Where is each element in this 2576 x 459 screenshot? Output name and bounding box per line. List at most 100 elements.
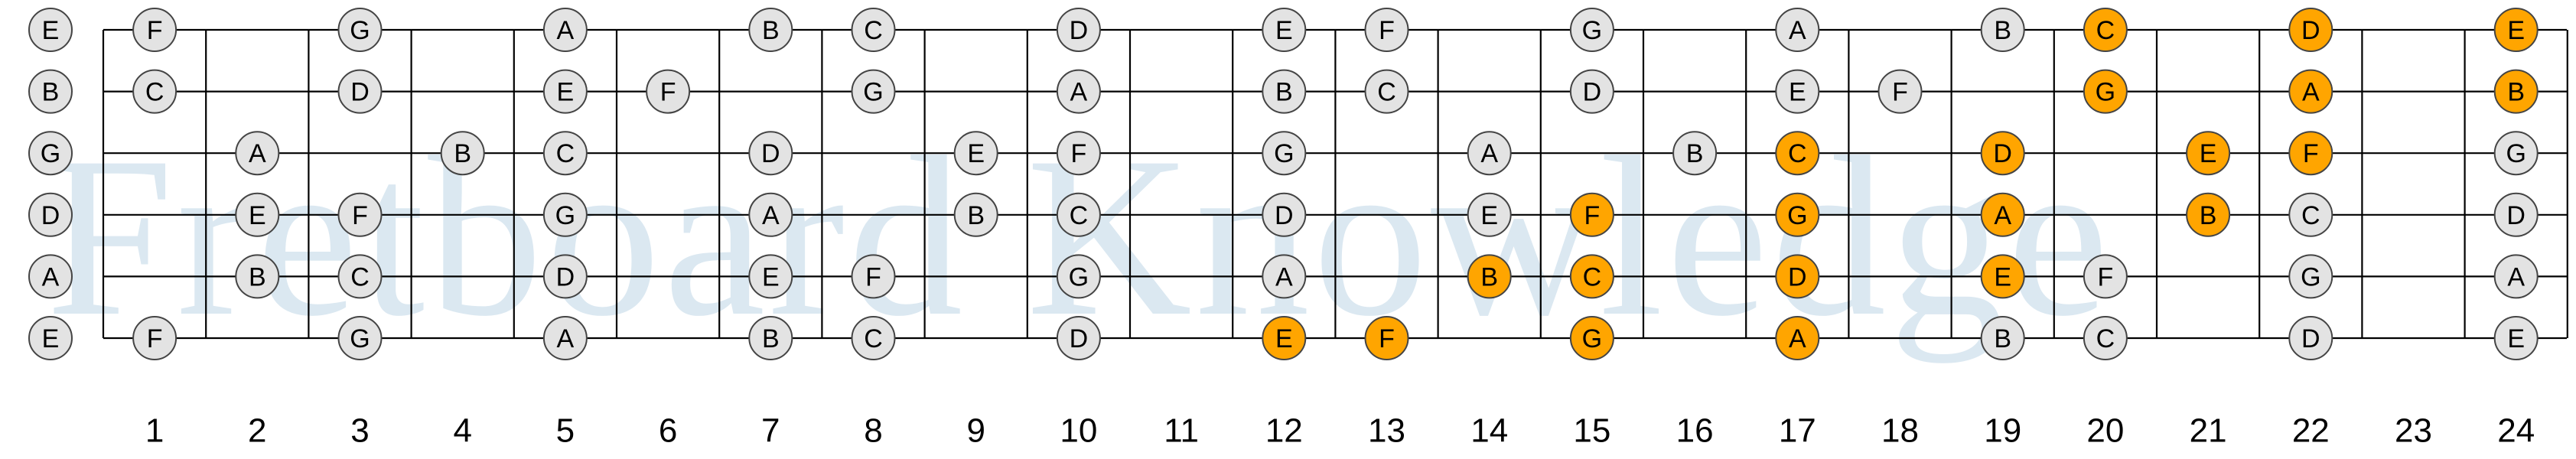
note-circle <box>1467 131 1512 176</box>
note-label: C <box>2096 16 2115 45</box>
highlighted-note-circle <box>1980 131 2025 176</box>
note-marker: B <box>1980 8 2025 52</box>
note-circle <box>1262 254 1307 299</box>
note-circle <box>2493 316 2539 360</box>
note-marker: G <box>2288 254 2333 299</box>
note-marker: G <box>2493 131 2539 176</box>
note-circle <box>337 254 383 299</box>
note-marker-open-string: A <box>28 254 73 299</box>
note-circle <box>2083 316 2128 360</box>
note-marker: B <box>1980 316 2025 360</box>
note-circle <box>28 8 73 52</box>
note-label: D <box>1583 78 1602 107</box>
note-label: E <box>249 201 266 230</box>
note-marker: A <box>1467 131 1512 176</box>
note-circle <box>1775 8 1820 52</box>
note-label: D <box>2301 16 2320 45</box>
note-circle <box>851 316 896 360</box>
note-marker: A <box>1775 8 1820 52</box>
note-circle <box>28 254 73 299</box>
note-circle <box>1877 69 1923 114</box>
note-label: G <box>2506 139 2526 168</box>
note-label: C <box>864 324 883 353</box>
note-label: F <box>2098 262 2114 291</box>
note-label: A <box>762 201 780 230</box>
note-label: B <box>1275 78 1293 107</box>
note-marker: C <box>1775 131 1820 176</box>
note-circle <box>1056 69 1101 114</box>
note-label: E <box>1480 201 1498 230</box>
note-label: A <box>557 16 575 45</box>
highlighted-note-circle <box>1364 316 1409 360</box>
note-label: E <box>1275 324 1293 353</box>
note-label: G <box>1582 324 1602 353</box>
note-marker: F <box>1364 316 1409 360</box>
note-circle <box>28 192 73 237</box>
note-label: D <box>1070 324 1089 353</box>
note-marker: C <box>2083 8 2128 52</box>
note-marker: B <box>953 192 998 237</box>
highlighted-note-circle <box>1262 316 1307 360</box>
note-label: G <box>350 324 370 353</box>
note-marker: B <box>235 254 280 299</box>
fret-number: 20 <box>2086 412 2124 450</box>
note-label: E <box>1275 16 1293 45</box>
note-marker: D <box>337 69 383 114</box>
highlighted-note-circle <box>2288 131 2333 176</box>
note-label: A <box>42 262 60 291</box>
note-label: E <box>1994 262 2011 291</box>
note-marker: B <box>1467 254 1512 299</box>
note-marker: B <box>440 131 485 176</box>
note-label: C <box>1377 78 1396 107</box>
note-label: E <box>762 262 780 291</box>
note-label: E <box>42 324 60 353</box>
note-circle <box>1262 8 1307 52</box>
note-label: C <box>2301 201 2320 230</box>
note-label: G <box>1069 262 1089 291</box>
note-label: A <box>1789 16 1806 45</box>
note-label: C <box>556 139 575 168</box>
note-circle <box>1056 8 1101 52</box>
note-marker: E <box>2493 8 2539 52</box>
note-label: A <box>2507 262 2525 291</box>
note-circle <box>542 8 588 52</box>
note-marker: C <box>132 69 177 114</box>
note-marker: G <box>1775 192 1820 237</box>
note-marker: C <box>1569 254 1614 299</box>
note-marker: A <box>1980 192 2025 237</box>
note-circle <box>1056 131 1101 176</box>
note-marker: A <box>2493 254 2539 299</box>
note-circle <box>953 131 998 176</box>
fret-number: 13 <box>1368 412 1405 450</box>
note-marker: G <box>851 69 896 114</box>
note-label: C <box>145 78 164 107</box>
note-label: C <box>1788 139 1807 168</box>
note-marker: A <box>1262 254 1307 299</box>
note-circle <box>542 254 588 299</box>
note-label: B <box>2200 201 2217 230</box>
note-marker: B <box>1262 69 1307 114</box>
note-marker: D <box>1262 192 1307 237</box>
highlighted-note-circle <box>1775 192 1820 237</box>
note-circle <box>2083 254 2128 299</box>
note-marker: B <box>2186 192 2231 237</box>
note-marker: E <box>2493 316 2539 360</box>
note-circle <box>1364 69 1409 114</box>
note-label: F <box>865 262 881 291</box>
note-marker: E <box>2186 131 2231 176</box>
note-circle <box>235 192 280 237</box>
note-marker: E <box>1775 69 1820 114</box>
note-circle <box>337 192 383 237</box>
note-marker: G <box>1569 316 1614 360</box>
note-marker: G <box>1056 254 1101 299</box>
note-circle <box>542 316 588 360</box>
highlighted-note-circle <box>1775 316 1820 360</box>
fret-number: 19 <box>1984 412 2021 450</box>
note-label: B <box>1994 16 2011 45</box>
note-marker: A <box>1056 69 1101 114</box>
note-label: A <box>557 324 575 353</box>
note-circle <box>542 131 588 176</box>
note-label: B <box>762 16 780 45</box>
